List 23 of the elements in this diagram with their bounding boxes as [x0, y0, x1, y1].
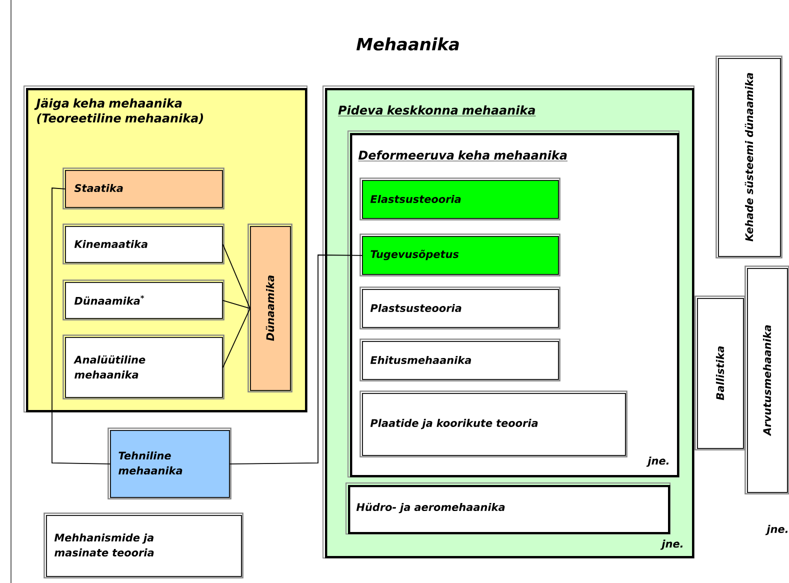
topic-box: Elastsusteooria — [360, 178, 560, 220]
topic-box: Kinemaatika — [62, 224, 224, 264]
topic-box: Dünaamika$^{*}$ — [62, 280, 224, 320]
topic-box: Ehitusmehaanika — [360, 338, 560, 382]
connector-line — [222, 300, 250, 309]
connector-line — [222, 244, 250, 309]
topic-box: Plastsusteooria — [360, 286, 560, 330]
topic-box: Dünaamika — [248, 224, 292, 392]
topic-box: Tehniline mehaanika — [108, 428, 232, 500]
topic-box: Kehade süsteemi dünaamika — [716, 56, 782, 258]
topic-box: Arvutusmehaanika — [744, 266, 789, 494]
topic-box: Analüütiline mehaanika — [62, 334, 224, 400]
topic-box: Staatika — [62, 168, 224, 210]
topic-box: Tugevusõpetus — [360, 234, 560, 276]
group-box: Hüdro- ja aeromehaanika — [346, 482, 670, 534]
topic-box: Plaatide ja koorikute teooria — [360, 390, 628, 458]
title: Mehaanika — [356, 37, 459, 51]
note-text: jne. — [765, 524, 788, 536]
connector-line — [229, 254, 362, 464]
connector-line — [52, 188, 110, 464]
connector-line — [222, 308, 250, 368]
topic-box: Mehhanismide ja masinate teooria — [44, 512, 244, 578]
topic-box: Ballistika — [694, 296, 746, 450]
